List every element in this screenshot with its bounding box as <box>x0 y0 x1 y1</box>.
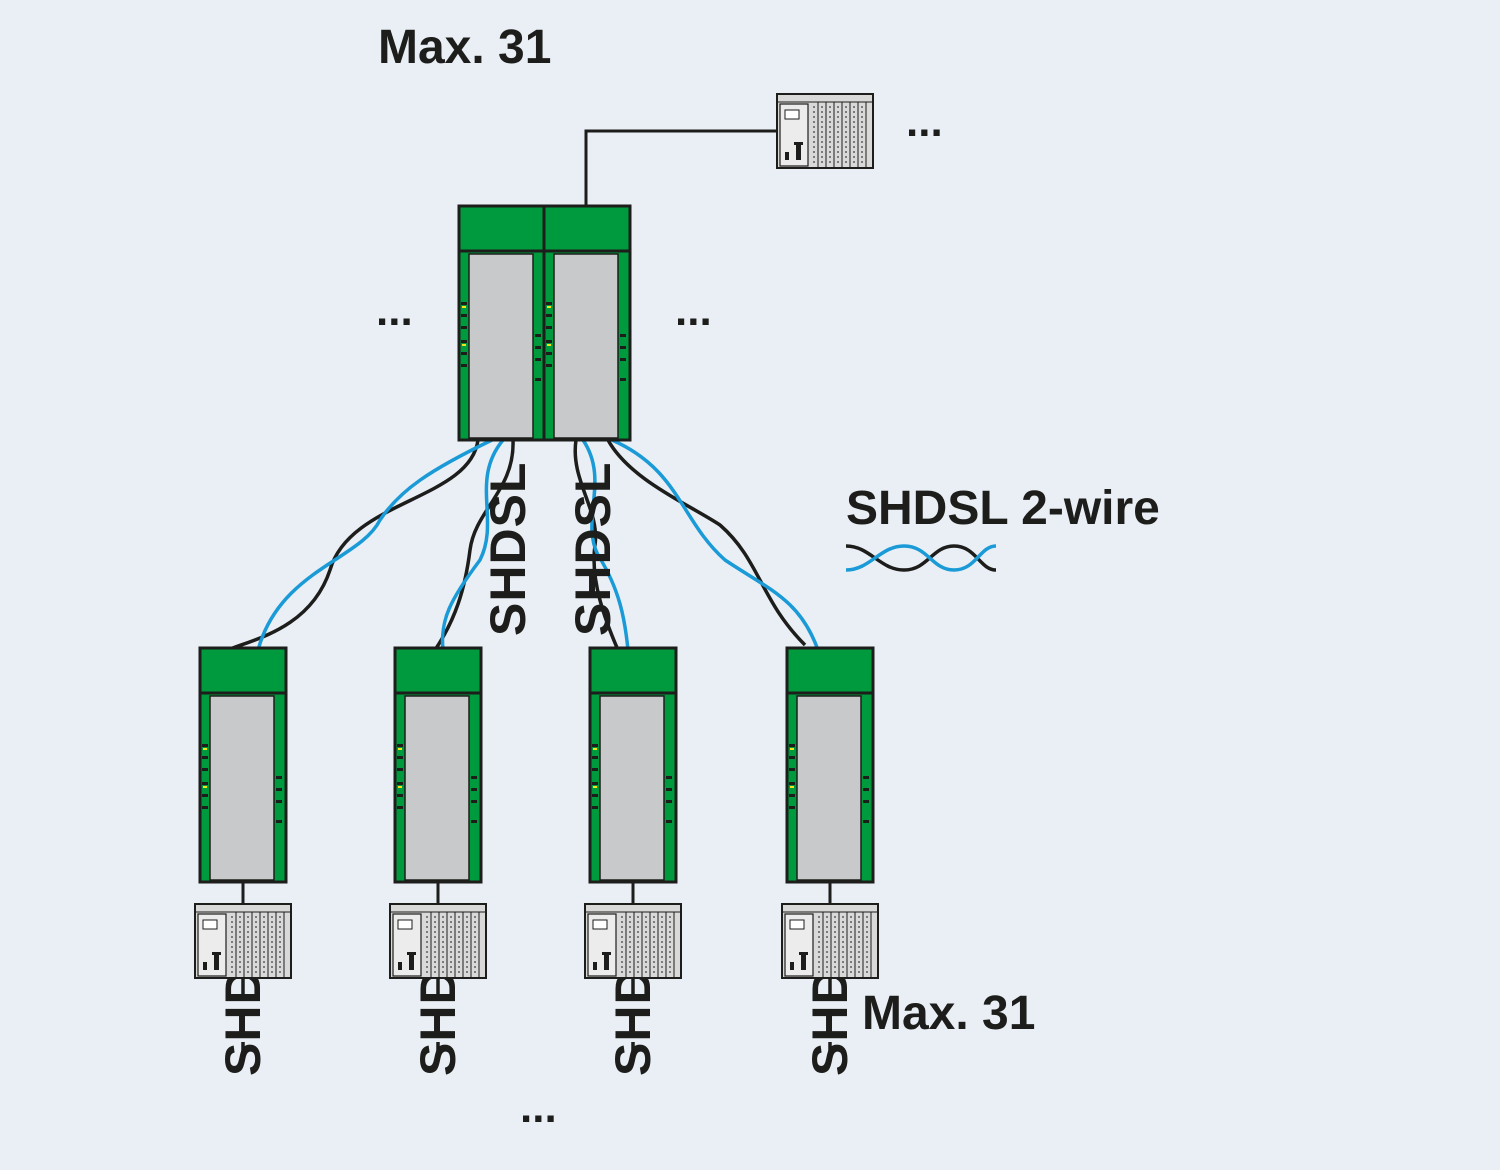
module-label: SHDSL <box>565 462 621 636</box>
legend-twisted-pair-icon <box>845 544 997 572</box>
central-shdsl-module-2: SHDSL <box>542 204 632 636</box>
cable-1-blue <box>256 438 493 651</box>
module-to-plc-links <box>241 882 832 905</box>
twisted-pair-cables <box>227 438 820 652</box>
remote-plc-station-2 <box>389 903 487 979</box>
central-shdsl-module-1: SHDSL <box>457 204 547 636</box>
continuation-dashed-lines <box>241 978 832 1070</box>
cable-4-blue <box>611 438 820 651</box>
cable-2-blue <box>440 438 505 651</box>
remote-plc-station-1 <box>194 903 292 979</box>
bottom-max-label: Max. 31 <box>862 987 1035 1040</box>
top-max-label: Max. 31 <box>378 21 551 74</box>
uplink-cable <box>584 129 778 207</box>
bottom-ellipsis: ... <box>520 1083 557 1132</box>
cable-3-blue <box>581 439 630 651</box>
module-label: SHDSL <box>480 462 536 636</box>
central-left-ellipsis: ... <box>376 286 413 335</box>
cable-1-black <box>227 439 480 652</box>
top-plc-station <box>776 93 874 169</box>
legend-label: SHDSL 2-wire <box>846 482 1160 535</box>
cable-4-black <box>606 439 807 647</box>
remote-plc-station-3 <box>584 903 682 979</box>
cable-2-black <box>433 439 515 651</box>
remote-plc-station-4 <box>781 903 879 979</box>
central-right-ellipsis: ... <box>675 286 712 335</box>
top-plc-ellipsis: ... <box>906 97 943 146</box>
